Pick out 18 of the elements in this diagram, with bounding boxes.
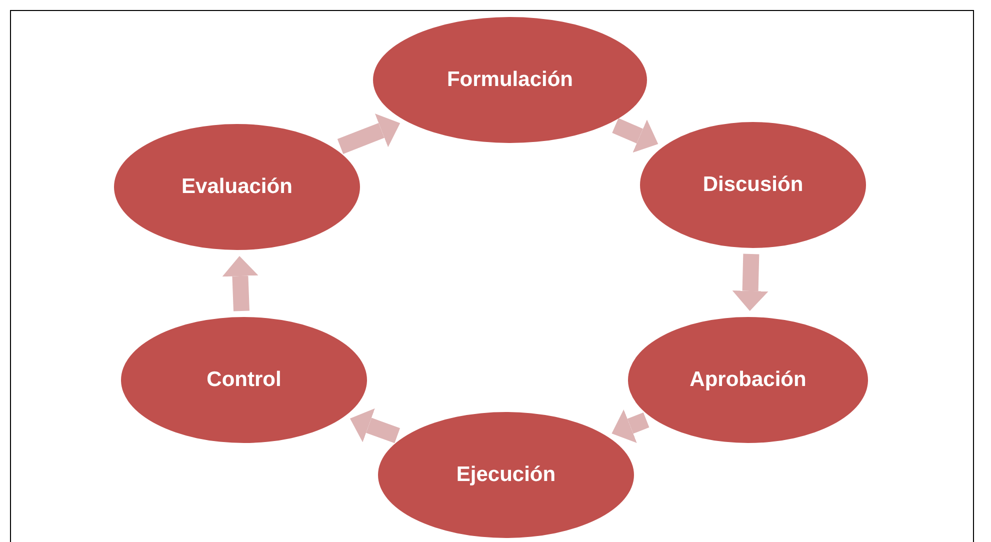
process-ellipse	[373, 17, 647, 143]
arrow	[337, 114, 400, 154]
arrow	[222, 256, 258, 312]
process-ellipse	[628, 317, 868, 443]
process-ellipse	[121, 317, 367, 443]
arrow	[350, 408, 400, 444]
arrow	[732, 254, 768, 311]
node-label: Ejecución	[456, 463, 556, 487]
process-ellipse	[114, 124, 360, 250]
node-label: Discusión	[702, 173, 804, 197]
node-label: Control	[206, 368, 282, 392]
process-ellipse	[378, 412, 634, 538]
arrow	[612, 409, 650, 443]
process-ellipse	[640, 122, 866, 248]
arrow	[612, 118, 658, 153]
node-label: Formulación	[446, 68, 573, 92]
node-label: Aprobación	[690, 368, 806, 392]
node-label: Evaluación	[182, 175, 292, 199]
